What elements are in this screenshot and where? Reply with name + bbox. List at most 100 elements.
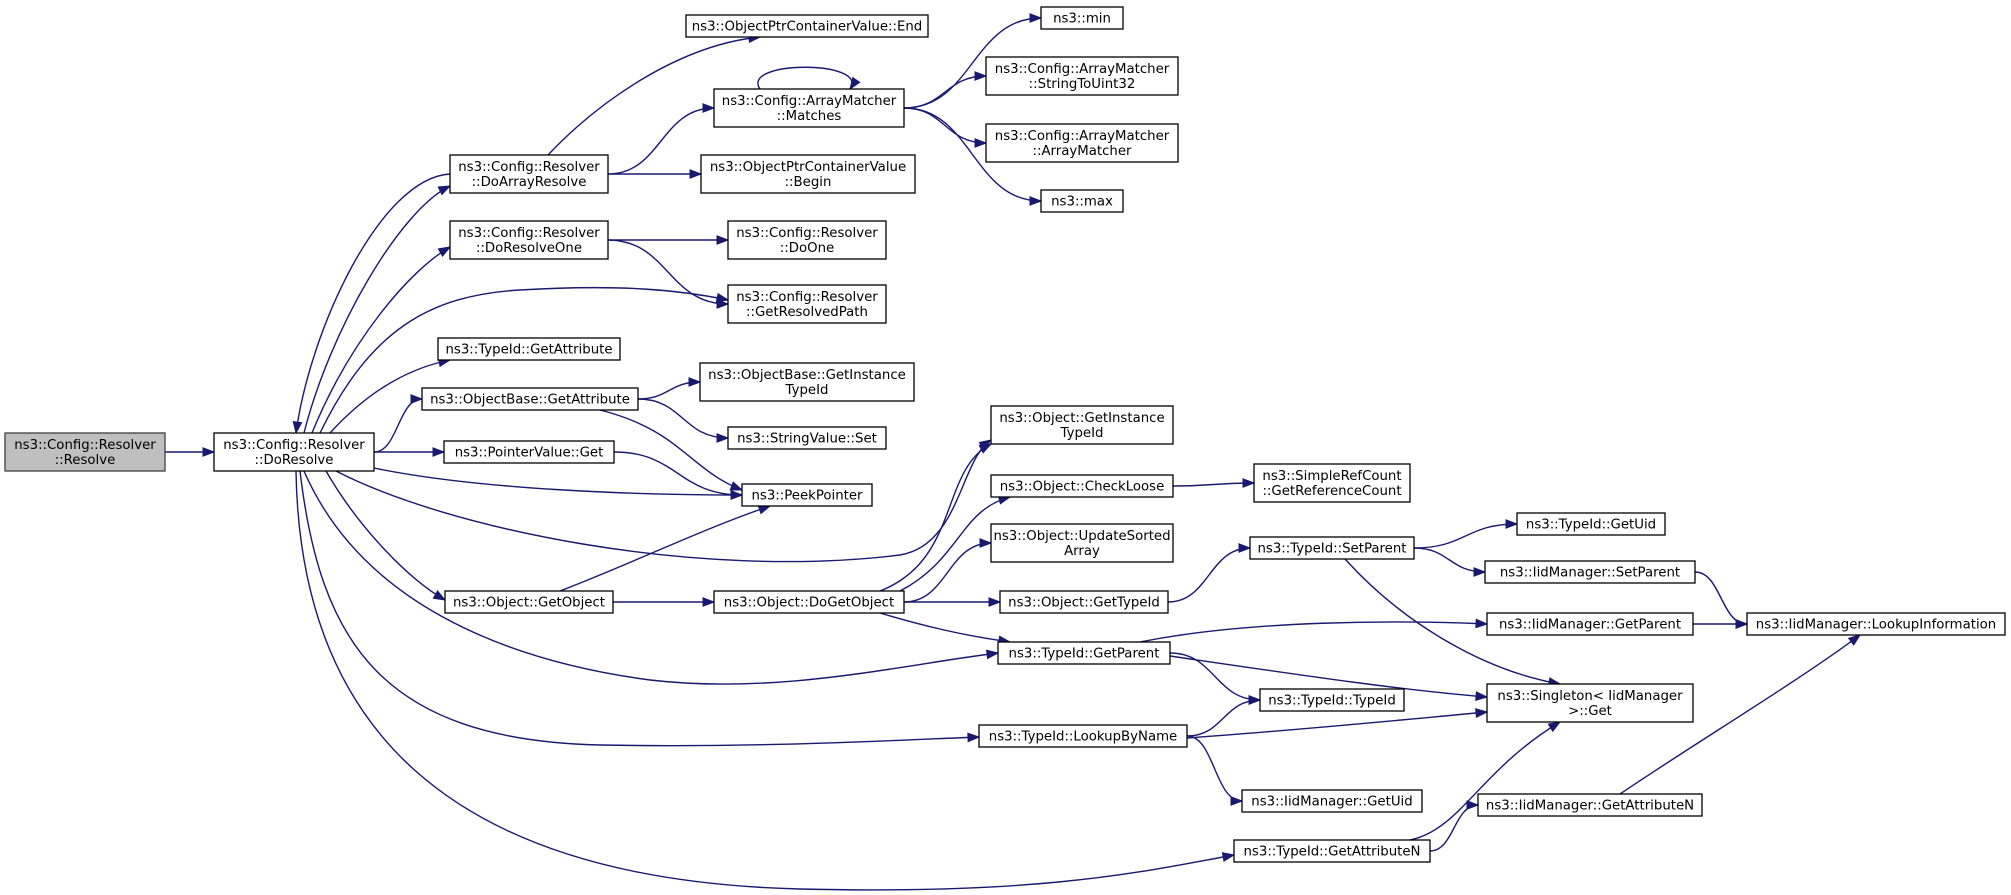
node-box [449,154,609,194]
node-min[interactable]: ns3::min [1040,6,1124,30]
node-box [685,14,929,38]
node-doOne[interactable]: ns3::Config::Resolver::DoOne [727,220,887,260]
node-iidGetParent[interactable]: ns3::IidManager::GetParent [1486,612,1694,636]
call-edge-getAttributeN-to-singletonGet [1409,721,1562,841]
node-optrEnd[interactable]: ns3::ObjectPtrContainerValue::End [685,14,929,38]
edge-arrowhead [985,649,1000,660]
edge-line [1186,735,1243,802]
call-edge-typeIdGetParent-to-iidGetParent [1139,618,1489,643]
node-box [1746,612,2006,636]
node-singletonGet[interactable]: ns3::Singleton< IidManager >::Get [1486,683,1694,723]
edge-line [1186,711,1488,739]
node-box [727,426,887,450]
call-edge-objectDoGetObject-to-objectGetInstanceTypeId [879,443,993,592]
node-stringToUint32[interactable]: ns3::Config::ArrayMatcher::StringToUint3… [985,56,1179,96]
edge-arrowhead [715,292,730,303]
edge-arrowhead [979,538,993,548]
edge-arrowhead [1238,543,1252,553]
node-typeIdGetUid[interactable]: ns3::TypeId::GetUid [1516,512,1666,536]
call-edge-doResolve-to-objectGetObject [325,470,447,601]
edge-line [1413,523,1518,549]
edge-line [329,359,451,434]
edge-line [559,505,771,592]
call-edge-objectDoGetObject-to-updateSortedArray [903,538,993,603]
node-box [990,523,1174,563]
edge-line [1619,634,1861,795]
call-edge-doResolve-to-doResolveOne [311,246,452,434]
edge-line [1409,721,1561,841]
node-label: ns3::Config::ArrayMatcher [995,129,1170,144]
node-label: ns3::TypeId::GetParent [1009,647,1160,662]
node-label: ::DoResolveOne [476,241,582,256]
node-resolve[interactable]: ns3::Config::Resolver::Resolve [4,432,166,472]
node-objectGetObject[interactable]: ns3::Object::GetObject [444,590,614,614]
node-box [421,387,639,411]
node-box [213,432,375,472]
node-max[interactable]: ns3::max [1040,189,1124,213]
node-doResolve[interactable]: ns3::Config::Resolver::DoResolve [213,432,375,472]
node-box [1249,536,1415,560]
node-objectGetTypeId[interactable]: ns3::Object::GetTypeId [999,590,1169,614]
edge-line [607,107,715,175]
node-objectDoGetObject[interactable]: ns3::Object::DoGetObject [713,590,905,614]
call-edge-objectBaseGetAttribute-to-peekPointer [599,409,744,491]
node-iidGetUid[interactable]: ns3::IidManager::GetUid [1241,789,1423,813]
node-typeIdGetParent[interactable]: ns3::TypeId::GetParent [997,641,1171,665]
node-iidGetAttributeN[interactable]: ns3::IidManager::GetAttributeN [1477,793,1703,817]
call-edge-doResolveOne-to-getResolvedPath [607,239,730,309]
node-label: ::ArrayMatcher [1033,144,1133,159]
edge-arrowhead [1221,852,1236,862]
edge-line [1139,621,1488,643]
edge-arrowhead [1029,196,1043,206]
node-pointerValueGet[interactable]: ns3::PointerValue::Get [443,440,615,464]
edge-arrowhead [1547,721,1562,733]
edge-line [311,246,451,434]
node-lookupByName[interactable]: ns3::TypeId::LookupByName [978,724,1188,748]
node-box [727,220,887,260]
node-box [990,405,1174,445]
call-edge-doResolve-to-objectGetInstanceTypeId [335,439,993,563]
edge-arrowhead [849,76,861,91]
node-iidSetParent[interactable]: ns3::IidManager::SetParent [1484,560,1696,584]
edge-arrowhead [716,299,730,309]
node-box [1516,512,1666,536]
call-edge-arrayMatcherMatches-to-arrayMatcherCtor [903,107,988,148]
node-box [1486,683,1694,723]
call-edge-doResolve-to-pointerValueGet [374,447,446,457]
node-label: ns3::Object::DoGetObject [724,596,894,611]
edge-line [903,75,987,109]
call-edge-arrayMatcherMatches-to-stringToUint32 [903,71,988,109]
node-optrBegin[interactable]: ns3::ObjectPtrContainerValue::Begin [700,154,916,194]
node-arrayMatcherCtor[interactable]: ns3::Config::ArrayMatcher::ArrayMatcher [985,123,1179,163]
node-label: ns3::TypeId::GetUid [1526,518,1656,533]
node-label: TypeId [785,383,829,398]
node-label: ns3::Config::Resolver [14,438,156,453]
node-typeIdTypeId[interactable]: ns3::TypeId::TypeId [1259,688,1405,712]
node-lookupInformation[interactable]: ns3::IidManager::LookupInformation [1746,612,2006,636]
node-box [700,154,916,194]
node-label: ::Matches [777,109,842,124]
node-doArrayResolve[interactable]: ns3::Config::Resolver::DoArrayResolve [449,154,609,194]
node-checkLoose[interactable]: ns3::Object::CheckLoose [990,474,1174,498]
node-doResolveOne[interactable]: ns3::Config::Resolver::DoResolveOne [449,220,609,260]
node-box [1040,6,1124,30]
node-typeIdGetAttribute[interactable]: ns3::TypeId::GetAttribute [437,337,621,361]
node-getReferenceCount[interactable]: ns3::SimpleRefCount::GetReferenceCount [1253,463,1411,503]
edge-arrowhead [1242,478,1256,488]
node-arrayMatcherMatches[interactable]: ns3::Config::ArrayMatcher::Matches [713,88,905,128]
edge-arrowhead [1475,618,1489,629]
node-stringValueSet[interactable]: ns3::StringValue::Set [727,426,887,450]
call-edge-doResolve-to-peekPointer [373,467,744,500]
node-objectBaseGetAttribute[interactable]: ns3::ObjectBase::GetAttribute [421,387,639,411]
node-label: Array [1064,544,1100,559]
node-getAttributeN[interactable]: ns3::TypeId::GetAttributeN [1233,839,1431,863]
node-label: ::DoResolve [255,453,334,468]
node-setParent[interactable]: ns3::TypeId::SetParent [1249,536,1415,560]
node-getResolvedPath[interactable]: ns3::Config::Resolver::GetResolvedPath [727,284,887,324]
node-peekPointer[interactable]: ns3::PeekPointer [741,483,873,507]
node-label: ns3::TypeId::GetAttributeN [1244,845,1421,860]
call-edge-lookupByName-to-singletonGet [1186,708,1489,739]
